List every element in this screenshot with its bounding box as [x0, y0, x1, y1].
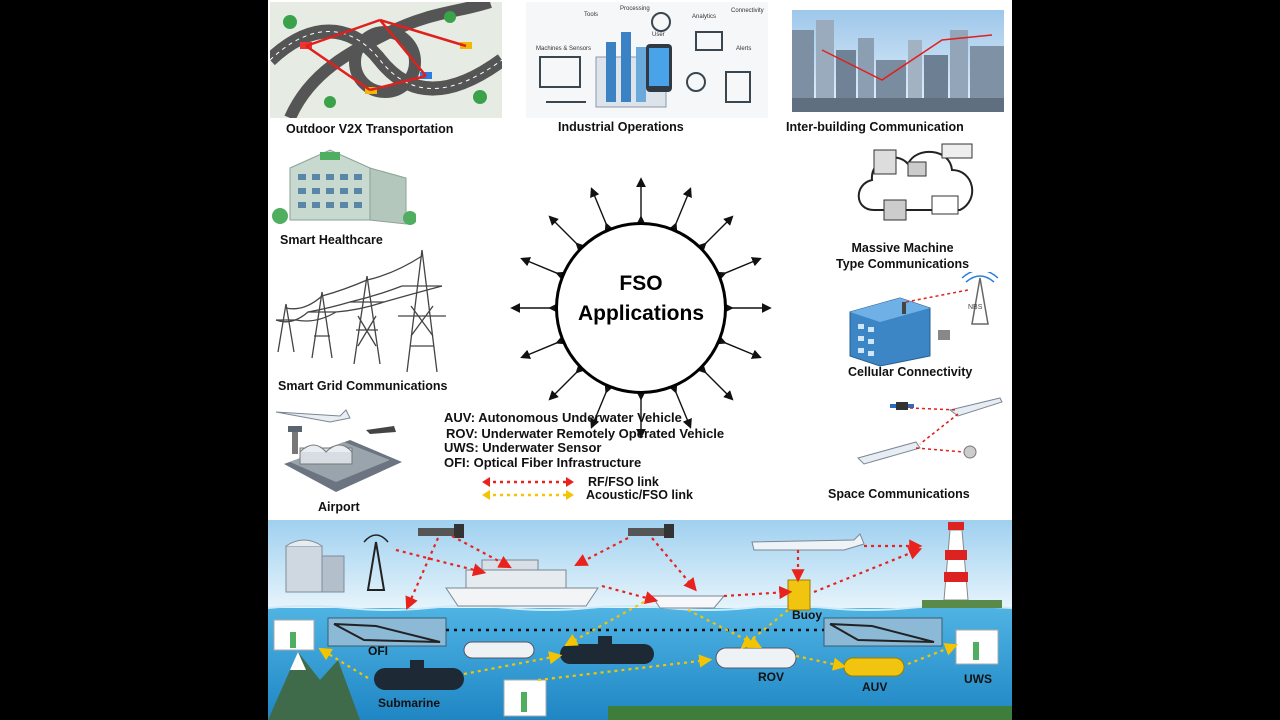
legend-rf-label: RF/FSO link	[588, 475, 659, 489]
space-caption: Space Communications	[828, 487, 970, 501]
inter-building-caption: Inter-building Communication	[786, 120, 964, 134]
mmtc-caption: Massive Machine Type Communications	[836, 240, 969, 272]
maritime-label-buoy: Buoy	[792, 608, 822, 622]
maritime-scene: Buoy OFI Submarine ROV AUV UWS	[268, 520, 1012, 720]
maritime-label-auv: AUV	[862, 680, 888, 694]
legend-uws: UWS: Underwater Sensor	[444, 440, 602, 455]
industrial-label-processing: Processing	[620, 6, 650, 12]
maritime-label-rov: ROV	[758, 670, 785, 684]
hub-arrows	[510, 177, 772, 439]
inter-building-illustration	[792, 10, 1004, 112]
legend-acoustic-label: Acoustic/FSO link	[586, 488, 693, 502]
industrial-label-machines: Machines & Sensors	[536, 46, 592, 52]
hub-spoke-arrow	[520, 257, 567, 281]
legend-auv: AUV: Autonomous Underwater Vehicle	[444, 410, 682, 425]
airport-caption: Airport	[318, 500, 360, 514]
hub-spoke-arrow	[590, 382, 614, 429]
maritime-label-uws: UWS	[964, 672, 992, 686]
hub-spoke-arrow	[696, 363, 734, 401]
mmtc-caption-line1: Massive Machine	[851, 241, 954, 255]
legend-rov: ROV: Underwater Remotely Operated Vehicl…	[446, 426, 725, 441]
v2x-caption: Outdoor V2X Transportation	[286, 122, 454, 136]
industrial-label-connectivity: Connectivity	[731, 8, 764, 14]
hub-spoke-arrow	[715, 335, 762, 359]
mmtc-caption-line2: Type Communications	[836, 257, 970, 271]
industrial-label-alerts: Alerts	[736, 46, 752, 52]
cellular-illustration: NBS	[840, 272, 1008, 366]
hub-spoke-arrow	[548, 215, 586, 253]
cellular-caption: Cellular Connectivity	[848, 365, 973, 379]
fso-hub-circle: FSO Applications	[555, 222, 727, 394]
hub-title: FSO Applications	[558, 269, 724, 329]
industrial-label-user: User	[652, 32, 665, 38]
maritime-label-submarine: Submarine	[378, 696, 441, 710]
hub-title-line2: Applications	[577, 302, 704, 325]
space-illustration	[850, 392, 1006, 476]
cellular-tower-label: NBS	[968, 304, 983, 311]
industrial-label-analytics: Analytics	[692, 14, 717, 20]
hub-spoke-arrow	[590, 187, 614, 234]
legend-link-samples	[482, 477, 574, 500]
hub-spoke-arrow	[520, 335, 567, 359]
smart-grid-illustration	[272, 246, 476, 374]
industrial-illustration: Tools Processing User Analytics Connecti…	[526, 2, 768, 118]
hub-spoke-arrow	[715, 257, 762, 281]
smart-grid-caption: Smart Grid Communications	[278, 379, 448, 393]
healthcare-illustration	[270, 138, 416, 230]
hub-spoke-arrow	[668, 382, 692, 429]
airport-illustration	[270, 402, 404, 494]
hub-spoke-arrow	[696, 215, 734, 253]
healthcare-caption: Smart Healthcare	[280, 233, 383, 247]
hub-spoke-arrow	[548, 363, 586, 401]
industrial-caption: Industrial Operations	[558, 120, 684, 134]
fso-applications-figure: Outdoor V2X Transportation Tools Process…	[268, 0, 1012, 720]
legend-ofi: OFI: Optical Fiber Infrastructure	[444, 455, 642, 470]
hub-title-line1: FSO	[619, 272, 663, 295]
maritime-label-ofi: OFI	[368, 644, 388, 658]
mmtc-illustration	[854, 140, 980, 234]
v2x-illustration	[270, 2, 502, 118]
industrial-label-tools: Tools	[584, 12, 599, 18]
hub-spoke-arrow	[668, 187, 692, 234]
